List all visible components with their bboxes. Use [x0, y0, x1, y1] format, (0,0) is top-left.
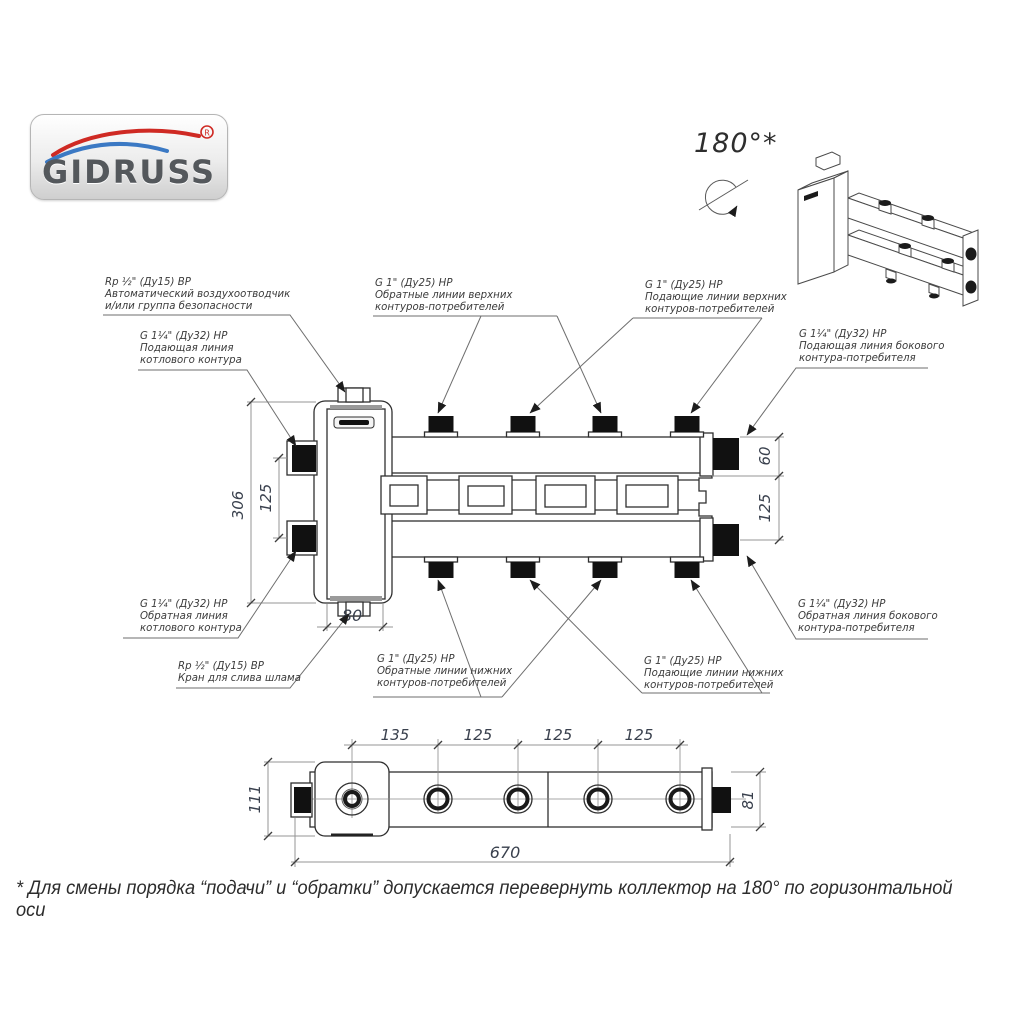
lower-ports: [423, 556, 705, 578]
dim-port-spacing-3: 125: [544, 726, 573, 744]
dim-port-spacing-2: 125: [464, 726, 493, 744]
callout-desc: Подающая линия бокового: [799, 340, 945, 352]
callout-spec: G 1¼" (Ду32) НР: [140, 330, 228, 342]
callout-spec: Rp ½" (Ду15) ВР: [178, 660, 264, 672]
callout-desc: Обратные линии нижних: [377, 665, 513, 677]
callout-lower-supply: G 1" (Ду25) НР Подающие линии нижних кон…: [644, 655, 783, 691]
logo-brand-text: GIDRUSS: [31, 153, 227, 191]
callout-desc: Обратная линия бокового: [798, 610, 938, 622]
rotation-angle-label: 180°*: [694, 128, 778, 159]
callout-lower-return: G 1" (Ду25) НР Обратные линии нижних кон…: [377, 653, 512, 689]
plan-ports: [423, 784, 695, 814]
dim-beam-width: 81: [739, 790, 757, 809]
callout-desc: контуров-потребителей: [377, 677, 507, 689]
dim-body-width: 111: [246, 785, 264, 814]
front-dimensions: 306 125 60 125 80: [229, 397, 784, 632]
callout-spec: G 1" (Ду25) НР: [375, 277, 453, 289]
plan-left-port: [294, 787, 311, 813]
logo-swoosh-icon: R: [45, 125, 214, 164]
boiler-supply-port: [292, 445, 316, 472]
callout-desc: Автоматический воздухоотводчик: [105, 288, 291, 300]
dim-front-height: 306: [229, 491, 247, 520]
callout-desc: Обратная линия: [140, 610, 228, 622]
bottom-view: [290, 739, 746, 837]
plan-right-port: [712, 787, 731, 813]
callout-desc: контуров-потребителей: [375, 301, 505, 313]
callout-desc: контуров-потребителей: [644, 679, 774, 691]
callout-desc: Подающие линии нижних: [644, 667, 784, 679]
callout-desc: котлового контура: [140, 622, 242, 634]
callout-air-vent: Rp ½" (Ду15) ВР Автоматический воздухоот…: [105, 276, 290, 312]
svg-text:R: R: [204, 129, 210, 138]
side-supply-port: [713, 438, 739, 470]
callout-spec: G 1" (Ду25) НР: [644, 655, 722, 667]
callout-spec: G 1" (Ду25) НР: [377, 653, 455, 665]
bottom-dimensions: 135 125 125 125 670 111 81: [246, 726, 766, 867]
dim-body-depth: 80: [342, 606, 362, 625]
dim-right-port-spacing: 125: [756, 494, 774, 523]
callout-spec: Rp ½" (Ду15) ВР: [105, 276, 191, 288]
callout-side-supply: G 1¼" (Ду32) НР Подающая линия бокового …: [799, 328, 944, 364]
callout-drain-valve: Rp ½" (Ду15) ВР Кран для слива шлама: [178, 660, 301, 684]
gidruss-logo: R GIDRUSS: [30, 114, 228, 200]
callout-boiler-supply: G 1¼" (Ду32) НР Подающая линия котлового…: [140, 330, 242, 366]
upper-beam: [389, 436, 713, 474]
brand-name: GIDRUSS: [41, 153, 216, 191]
dim-port-spacing-4: 125: [625, 726, 654, 744]
callout-side-return: G 1¼" (Ду32) НР Обратная линия бокового …: [798, 598, 938, 634]
footnote: * Для смены порядка “подачи” и “обратки”…: [16, 878, 953, 921]
dim-first-port-offset: 135: [381, 726, 410, 744]
callout-desc: Обратные линии верхних: [375, 289, 513, 301]
callout-desc: и/или группа безопасности: [105, 300, 253, 312]
callout-desc: Подающие линии верхних: [645, 291, 787, 303]
dim-left-port-spacing: 125: [257, 484, 275, 513]
callout-spec: G 1¼" (Ду32) НР: [140, 598, 228, 610]
callout-upper-return: G 1" (Ду25) НР Обратные линии верхних ко…: [375, 277, 512, 313]
callout-spec: G 1¼" (Ду32) НР: [798, 598, 886, 610]
lower-beam: [389, 520, 713, 558]
chamber-windows: [380, 475, 679, 515]
rotation-axis-icon: [698, 179, 749, 218]
side-return-port: [713, 524, 739, 556]
front-view: [286, 387, 739, 617]
callout-desc: контура-потребителя: [799, 352, 916, 364]
callout-desc: котлового контура: [140, 354, 242, 366]
callout-desc: Кран для слива шлама: [178, 672, 301, 684]
callout-desc: контура-потребителя: [798, 622, 915, 634]
callout-desc: контуров-потребителей: [645, 303, 775, 315]
isometric-render: [797, 151, 979, 307]
callout-desc: Подающая линия: [140, 342, 234, 354]
dim-right-top-offset: 60: [756, 446, 774, 465]
callout-spec: G 1" (Ду25) НР: [645, 279, 723, 291]
callout-spec: G 1¼" (Ду32) НР: [799, 328, 887, 340]
boiler-return-port: [292, 525, 316, 552]
callout-leaders: [103, 314, 928, 698]
callout-upper-supply: G 1" (Ду25) НР Подающие линии верхних ко…: [645, 279, 787, 315]
callout-boiler-return: G 1¼" (Ду32) НР Обратная линия котлового…: [140, 598, 242, 634]
upper-ports: [423, 416, 705, 438]
dim-overall-length: 670: [490, 843, 521, 862]
